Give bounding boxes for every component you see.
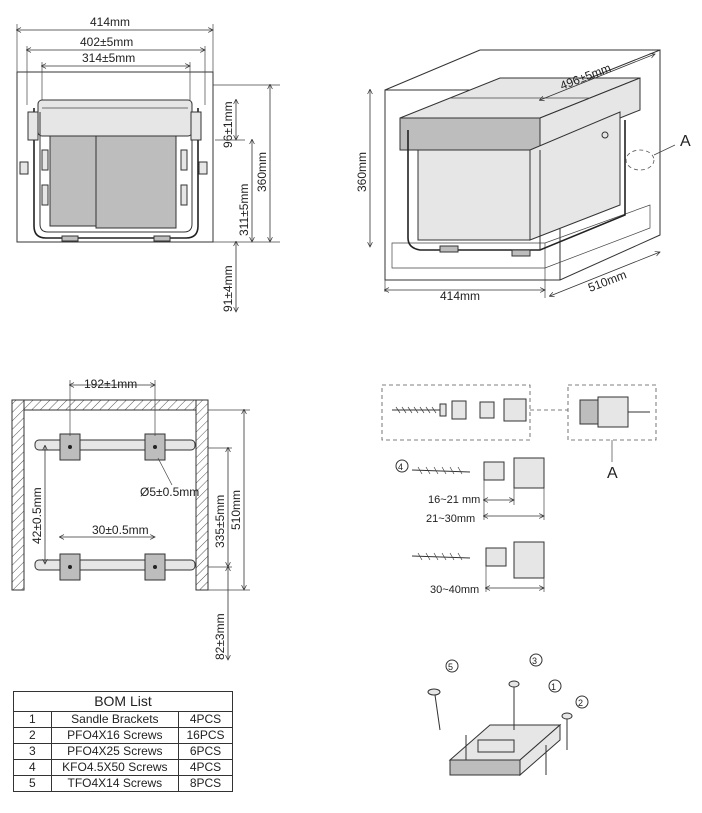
plan-dim-rail-distance: 335±5mm [213, 495, 227, 548]
plan-wall-back [11, 399, 209, 411]
bom-name: TFO4X14 Screws [50, 775, 180, 792]
plan-dim-hole-diameter: Ø5±0.5mm [140, 485, 199, 499]
bom-no: 1 [13, 711, 52, 728]
dim-bin-width-label: 314±5mm [82, 51, 135, 65]
dim-total-height-label: 360mm [255, 152, 269, 192]
plan-dim-bracket-spacing: 192±1mm [84, 377, 137, 391]
front-bin-left [49, 135, 97, 227]
dim-inner-width-label: 402±5mm [80, 35, 133, 49]
bom-qty: 4PCS [178, 759, 233, 776]
front-bin-right [95, 135, 177, 229]
bom-table: BOM List 1 Sandle Brackets 4PCS 2 PFO4X1… [13, 691, 233, 792]
bom-qty: 6PCS [178, 743, 233, 760]
bom-no: 3 [13, 743, 52, 760]
plan-rail-front [34, 559, 196, 571]
bom-row: 4 KFO4.5X50 Screws 4PCS [13, 759, 233, 776]
detail-exploded-box [381, 384, 531, 441]
parts-view: 1 2 3 5 [427, 653, 589, 777]
plan-dim-side-offset: 42±0.5mm [30, 487, 44, 544]
iso-dim-depth-label: 510mm [586, 267, 628, 294]
parts-marker-3: 3 [532, 656, 537, 666]
detail-range-long: 30~40mm [430, 584, 479, 596]
plan-dim-total-depth: 510mm [229, 490, 243, 530]
bom-qty: 8PCS [178, 775, 233, 792]
iso-dim-width-label: 414mm [440, 289, 480, 303]
isometric-view: A 496±5mm 360mm 414mm 510mm [355, 49, 691, 303]
dim-outer-width-label: 414mm [90, 15, 130, 29]
bom-no: 5 [13, 775, 52, 792]
front-view: 414mm 402±5mm 314±5mm 96±1mm [17, 15, 280, 312]
bom-no: 4 [13, 759, 52, 776]
dim-top-gap-label: 96±1mm [221, 101, 235, 148]
front-wire-frame [33, 108, 199, 239]
iso-dim-height-label: 360mm [355, 152, 369, 192]
detail-a-highlight [625, 149, 655, 171]
detail-screw-marker: 4 [398, 462, 403, 472]
iso-detail-callout: A [680, 133, 691, 150]
bom-qty: 4PCS [178, 711, 233, 728]
bom-name: KFO4.5X50 Screws [50, 759, 180, 776]
plan-dim-hole-spacing: 30±0.5mm [92, 523, 149, 537]
bom-title: BOM List [13, 691, 233, 712]
detail-range-short: 16~21 mm [428, 494, 480, 506]
plan-rail-rear [34, 439, 196, 451]
parts-marker-2: 2 [578, 698, 583, 708]
front-cabinet-outline [16, 71, 214, 243]
detail-assembled-box [567, 384, 657, 441]
bom-no: 2 [13, 727, 52, 744]
bom-qty: 16PCS [178, 727, 233, 744]
bom-row: 2 PFO4X16 Screws 16PCS [13, 727, 233, 744]
bom-name: Sandle Brackets [50, 711, 180, 728]
plan-wall-right [195, 399, 209, 591]
plan-view: 192±1mm Ø5±0.5mm 42±0.5mm 30±0.5mm 335±5… [11, 377, 250, 660]
detail-label: A [607, 465, 618, 482]
bom-name: PFO4X25 Screws [50, 743, 180, 760]
dim-bin-height-label: 311±5mm [237, 184, 251, 236]
plan-dim-front-gap: 82±3mm [213, 613, 227, 660]
detail-a-view: A 4 16~21 mm 21~30mm 30~40mm [381, 384, 657, 596]
parts-marker-1: 1 [551, 682, 556, 692]
bom-name: PFO4X16 Screws [50, 727, 180, 744]
bom-row: 5 TFO4X14 Screws 8PCS [13, 775, 233, 792]
iso-bin-front [417, 149, 531, 241]
parts-marker-5: 5 [448, 662, 453, 672]
detail-range-mid: 21~30mm [426, 513, 475, 525]
plan-wall-left [11, 399, 25, 591]
dim-bottom-gap-label: 91±4mm [221, 265, 235, 312]
bom-row: 3 PFO4X25 Screws 6PCS [13, 743, 233, 760]
front-lid [37, 99, 193, 137]
bom-row: 1 Sandle Brackets 4PCS [13, 711, 233, 728]
